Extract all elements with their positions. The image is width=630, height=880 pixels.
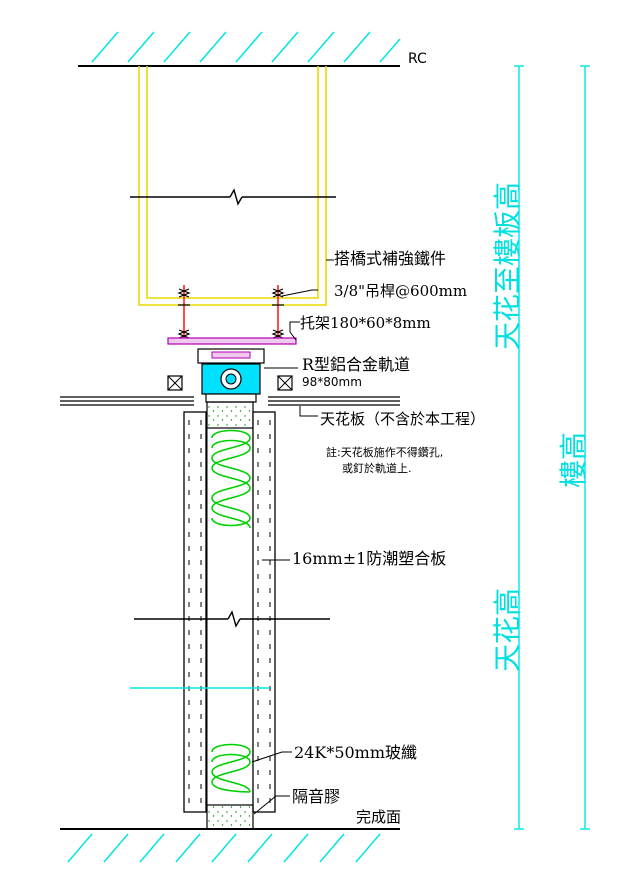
top-slab bbox=[78, 31, 401, 67]
board-label: 16mm±1防潮塑合板 bbox=[292, 549, 446, 568]
track-size-label: 98*80mm bbox=[302, 375, 362, 389]
bottom-slab-hatch bbox=[67, 833, 381, 863]
dim-ceiling-to-slab bbox=[514, 65, 524, 400]
hanger-rod-leader bbox=[281, 289, 318, 297]
support-bracket-label: 托架180*60*8mm bbox=[300, 314, 431, 332]
track-label: R型鋁合金軌道 bbox=[302, 355, 410, 374]
top-sound-sealant bbox=[206, 401, 254, 429]
bottom-slab bbox=[60, 828, 400, 863]
sound-sealant-label: 隔音膠 bbox=[292, 787, 340, 806]
dim-floor-height-label: 樓高 bbox=[557, 432, 590, 488]
ceiling-board-label: 天花板（不含於本工程） bbox=[320, 410, 485, 428]
wall-board-left bbox=[183, 411, 207, 813]
wall-board-right bbox=[252, 411, 276, 813]
break-line-upper bbox=[130, 188, 336, 206]
sound-sealant-leader bbox=[253, 795, 290, 815]
hanger-rod-left bbox=[177, 285, 191, 339]
dim-ceiling-height bbox=[514, 400, 524, 830]
support-bracket-leader bbox=[289, 321, 300, 341]
bridge-bracket-label: 搭橋式補強鐵件 bbox=[334, 249, 446, 268]
ceiling-board-leader bbox=[299, 406, 318, 417]
hanger-rod-right bbox=[271, 285, 285, 339]
support-bracket-plate bbox=[167, 337, 297, 345]
ceiling-joist-right bbox=[277, 375, 293, 391]
top-slab-hatch bbox=[91, 31, 401, 63]
ceiling-note-line1: 註:天花板施作不得鑽孔, bbox=[326, 445, 443, 459]
bottom-sound-sealant bbox=[206, 804, 254, 830]
fiberglass-upper bbox=[211, 429, 251, 529]
fiberglass-label: 24K*50mm玻纖 bbox=[294, 743, 417, 762]
rc-label: RC bbox=[408, 51, 427, 67]
fiberglass-leader bbox=[251, 751, 292, 763]
dim-ceiling-to-slab-label: 天花至樓板高 bbox=[491, 182, 524, 350]
aluminium-track bbox=[197, 348, 265, 403]
ceiling-board-right bbox=[268, 396, 400, 406]
ceiling-note-line2: 或釘於軌道上. bbox=[342, 461, 412, 475]
ceiling-joist-left bbox=[167, 375, 183, 391]
break-line-lower bbox=[134, 610, 330, 628]
hanger-rod-label: 3/8"吊桿@600mm bbox=[334, 282, 467, 300]
dim-ceiling-height-label: 天花高 bbox=[491, 588, 524, 672]
fiberglass-lower bbox=[211, 743, 251, 793]
dim-floor-height bbox=[580, 65, 590, 830]
ceiling-board-left bbox=[60, 396, 194, 406]
bridge-bracket bbox=[138, 66, 327, 306]
finish-floor-label: 完成面 bbox=[356, 808, 401, 826]
